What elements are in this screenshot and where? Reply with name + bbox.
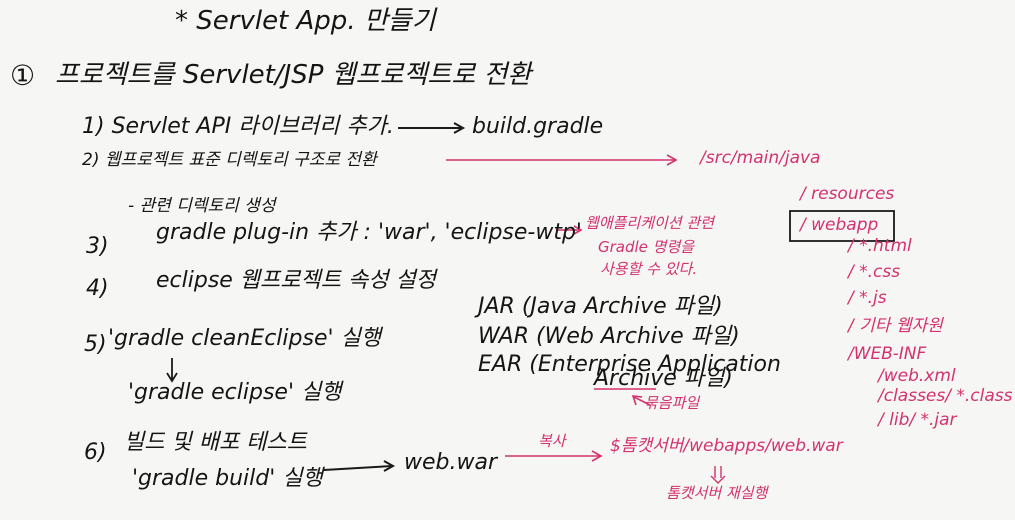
step4-num: 4) — [86, 276, 109, 301]
archive-jar: JAR (Java Archive 파일) — [478, 294, 723, 319]
tree-web-xml: /web.xml — [878, 366, 956, 386]
tree-etc: / 기타 웹자원 — [848, 316, 943, 336]
restart-note: 톰캣서버 재실행 — [666, 484, 768, 502]
arrow-copy — [505, 450, 603, 462]
step5-num: 5) — [84, 332, 107, 357]
tree-resources: / resources — [800, 184, 895, 204]
arrow-build-gradle — [398, 122, 466, 134]
step6-text: 빌드 및 배포 테스트 — [124, 430, 307, 455]
step1-text: 1) Servlet API 라이브러리 추가. — [82, 114, 394, 139]
archive-bundle-note: 묶음파일 — [644, 394, 700, 412]
section-heading: 프로젝트를 Servlet/JSP 웹프로젝트로 전환 — [55, 60, 532, 90]
arrow-clean-to-eclipse — [166, 358, 178, 383]
step2-sub: - 관련 디렉토리 생성 — [128, 196, 276, 216]
step6-num: 6) — [84, 440, 107, 465]
tree-lib: / lib/ *.jar — [878, 410, 957, 430]
arrow-src-main-java — [446, 154, 678, 166]
step5-num-text: 'gradle cleanEclipse' 실행 — [108, 326, 382, 351]
tree-js: / *.js — [848, 288, 887, 308]
step5-eclipse: 'gradle eclipse' 실행 — [128, 380, 342, 405]
arrow-bundle-note — [631, 395, 651, 406]
webapp-box — [789, 210, 895, 242]
archive-ear-2: Archive 파일) — [594, 366, 733, 391]
step3-text: gradle plug-in 추가 : 'war', 'eclipse-wtp' — [156, 220, 582, 245]
deploy-path: $톰캣서버/webapps/web.war — [610, 436, 843, 456]
tree-webapp: / webapp — [800, 215, 879, 235]
build-gradle-label: build.gradle — [472, 114, 604, 139]
tree-html: / *.html — [848, 236, 912, 256]
plugin-note-1: 웹애플리케이션 관련 — [585, 214, 714, 232]
tree-css: / *.css — [848, 262, 901, 282]
tree-web-inf: /WEB-INF — [848, 344, 927, 364]
page-title: * Servlet App. 만들기 — [175, 6, 436, 36]
tree-src-main-java: /src/main/java — [700, 148, 821, 168]
step6-cmd: 'gradle build' 실행 — [132, 466, 323, 491]
arrow-build-webwar — [323, 460, 396, 472]
archive-ear-1: EAR (Enterprise Application — [478, 352, 781, 377]
step2-text: 2) 웹프로젝트 표준 디렉토리 구조로 전환 — [82, 150, 377, 170]
arrow-restart — [710, 466, 726, 484]
web-war-label: web.war — [404, 450, 498, 475]
archive-war: WAR (Web Archive 파일) — [478, 324, 740, 349]
plugin-note-3: 사용할 수 있다. — [600, 260, 698, 278]
section-number: ① — [10, 59, 36, 92]
copy-label: 복사 — [538, 432, 566, 450]
tree-classes: /classes/ *.class — [878, 386, 1013, 406]
arrow-plugin-note — [556, 225, 583, 235]
step4-text: eclipse 웹프로젝트 속성 설정 — [156, 268, 436, 293]
plugin-note-2: Gradle 명령을 — [598, 238, 695, 256]
step3-num: 3) — [86, 234, 109, 259]
